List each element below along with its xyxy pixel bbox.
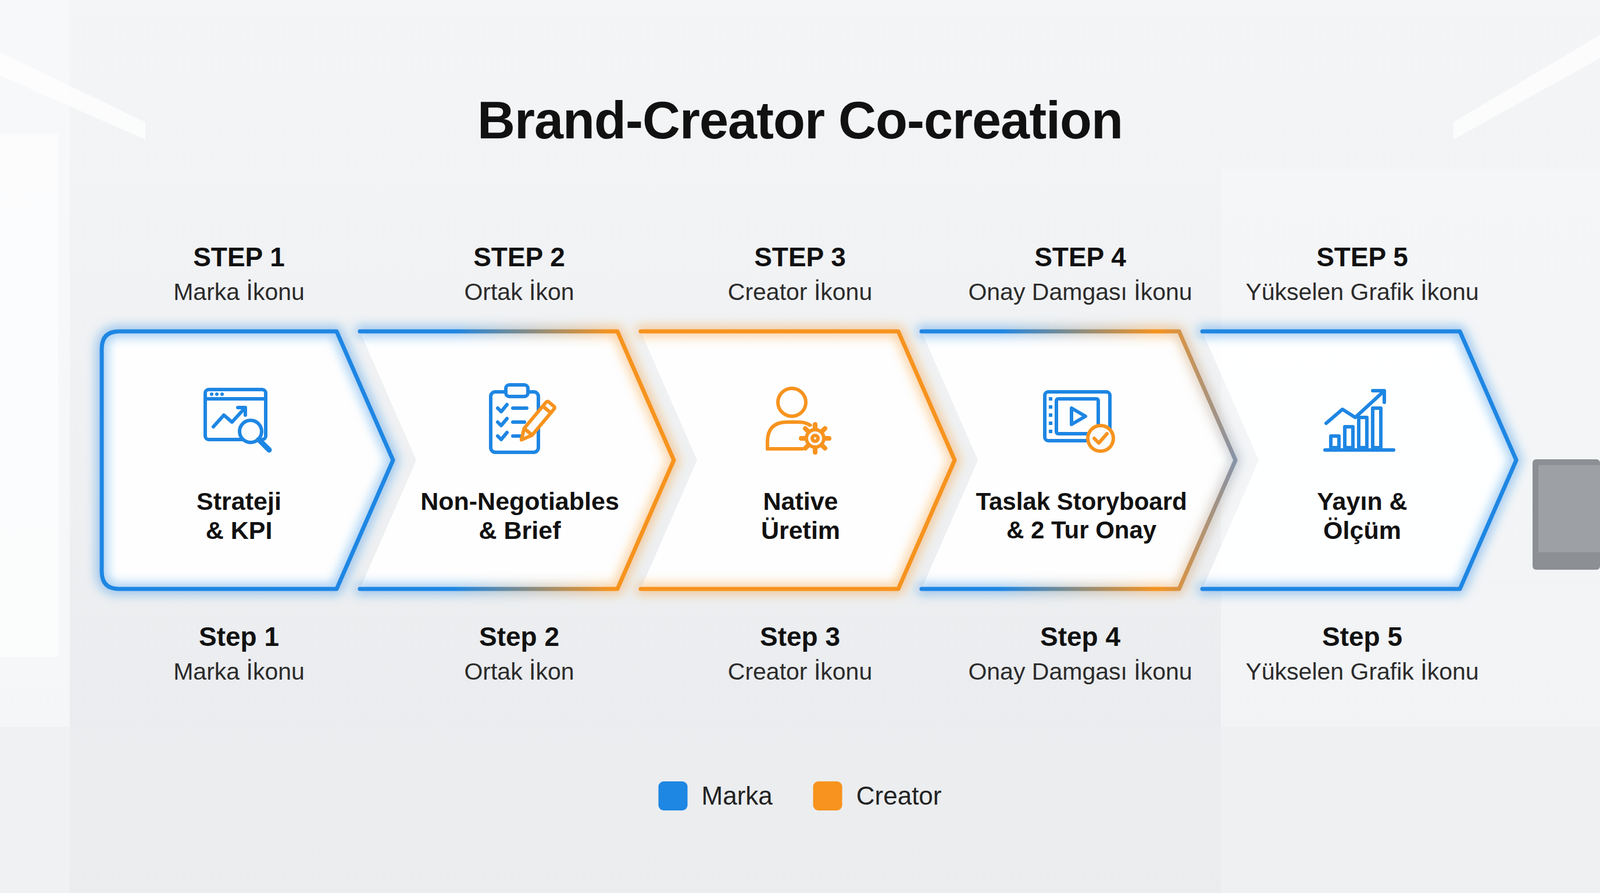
chevron-outline (921, 331, 1236, 589)
chevron-glow (359, 331, 674, 589)
chevron-fill (921, 331, 1236, 589)
label-wrap: Onay Damgası İkonu (968, 658, 1192, 686)
floor (0, 726, 1600, 893)
strategy-icon (205, 389, 270, 450)
step-label: STEP 2 (473, 241, 566, 273)
icon-label: Creator İkonu (727, 278, 873, 306)
label-wrap: STEP 4 (1034, 241, 1127, 273)
chevron-outline (101, 331, 394, 589)
chevron-glow (1202, 331, 1517, 589)
chevron-fill (1202, 331, 1517, 589)
icon-label: Marka İkonu (173, 278, 305, 306)
icon-label: Onay Damgası İkonu (968, 658, 1192, 686)
label-wrap: Creator İkonu (727, 278, 873, 306)
step-label: Step 2 (479, 620, 560, 653)
approval-icon (1044, 391, 1114, 452)
step-label: Step 3 (759, 620, 841, 653)
icon-label: Ortak İkon (463, 658, 574, 686)
step-text: Yayın & Ölçüm (1316, 487, 1409, 546)
chevron-border (921, 331, 1236, 589)
label-wrap: STEP 2 (473, 241, 566, 273)
process-chevron: Strateji & KPI (101, 331, 394, 589)
legend-item: Marka (658, 781, 773, 811)
chevron-outline (359, 331, 674, 589)
process-chevron: Native Üretim (640, 331, 955, 589)
chevron-fill (101, 331, 394, 589)
chevron-glow (921, 331, 1236, 589)
step-label: Step 1 (198, 620, 280, 653)
monitor-screen (1538, 465, 1600, 553)
label-wrap: STEP 3 (754, 241, 846, 273)
step-text: Taslak Storyboard & 2 Tur Onay (975, 487, 1188, 545)
chevron-border (101, 331, 394, 589)
label-wrap: Yükselen Grafik İkonu (1245, 658, 1479, 686)
creator-icon (767, 388, 830, 453)
step-text: Native Üretim (760, 487, 842, 546)
step-text: Strateji & KPI (195, 487, 282, 546)
window-panel (0, 133, 59, 657)
label-wrap: STEP 5 (1316, 241, 1409, 273)
step-text: Non-Negotiables & Brief (419, 487, 620, 546)
label-wrap: Marka İkonu (173, 658, 305, 686)
chevron-fill (359, 331, 674, 589)
title-wrap: Brand-Creator Co-creation (477, 90, 1123, 151)
label-wrap: Step 5 (1322, 620, 1403, 653)
legend-swatch (813, 781, 843, 811)
label-wrap: Step 3 (759, 620, 841, 653)
chevron-border (1202, 331, 1517, 589)
chevron-glow (640, 331, 955, 589)
step-label: STEP 3 (754, 241, 846, 273)
chevron-border (359, 331, 674, 589)
ceiling-light (0, 52, 146, 140)
icon-label: Onay Damgası İkonu (968, 278, 1192, 306)
icon-label: Ortak İkon (463, 278, 574, 306)
chevron-outline (1202, 331, 1517, 589)
process-chevron: Taslak Storyboard & 2 Tur Onay (921, 331, 1236, 589)
process-chevron: Non-Negotiables & Brief (359, 331, 674, 589)
label-wrap: Ortak İkon (463, 278, 574, 306)
label-wrap: Step 2 (479, 620, 560, 653)
label-wrap: Onay Damgası İkonu (968, 278, 1192, 306)
legend-text: Creator (856, 781, 942, 811)
step-label: STEP 5 (1316, 241, 1409, 273)
label-wrap: Yükselen Grafik İkonu (1245, 278, 1479, 306)
icon-label: Yükselen Grafik İkonu (1245, 658, 1479, 686)
monitor (1532, 459, 1600, 570)
step-label: Step 4 (1040, 620, 1121, 653)
label-wrap: STEP 1 (193, 241, 285, 273)
step-label: STEP 1 (193, 241, 285, 273)
label-wrap: Creator İkonu (727, 658, 873, 686)
label-wrap: Ortak İkon (463, 658, 574, 686)
brief-icon (490, 384, 556, 453)
step-label: STEP 4 (1034, 241, 1127, 273)
legend: Marka Creator (658, 781, 942, 811)
chevron-fill (640, 331, 955, 589)
legend-text: Marka (701, 781, 773, 811)
chevron-glow (101, 331, 394, 589)
diagram-title: Brand-Creator Co-creation (477, 90, 1123, 151)
chevron-fills (101, 331, 1517, 589)
chevron-border (640, 331, 955, 589)
icon-label: Creator İkonu (727, 658, 873, 686)
icon-label: Marka İkonu (173, 658, 305, 686)
step-label: Step 5 (1322, 620, 1403, 653)
growth-icon (1325, 390, 1394, 450)
legend-item: Creator (813, 781, 942, 811)
ceiling-light (1453, 34, 1600, 140)
chevron-outline (640, 331, 955, 589)
legend-swatch (658, 781, 688, 811)
label-wrap: Marka İkonu (173, 278, 305, 306)
label-wrap: Step 1 (198, 620, 280, 653)
process-chevron: Yayın & Ölçüm (1202, 331, 1517, 589)
label-wrap: Step 4 (1040, 620, 1121, 653)
icon-label: Yükselen Grafik İkonu (1245, 278, 1479, 306)
